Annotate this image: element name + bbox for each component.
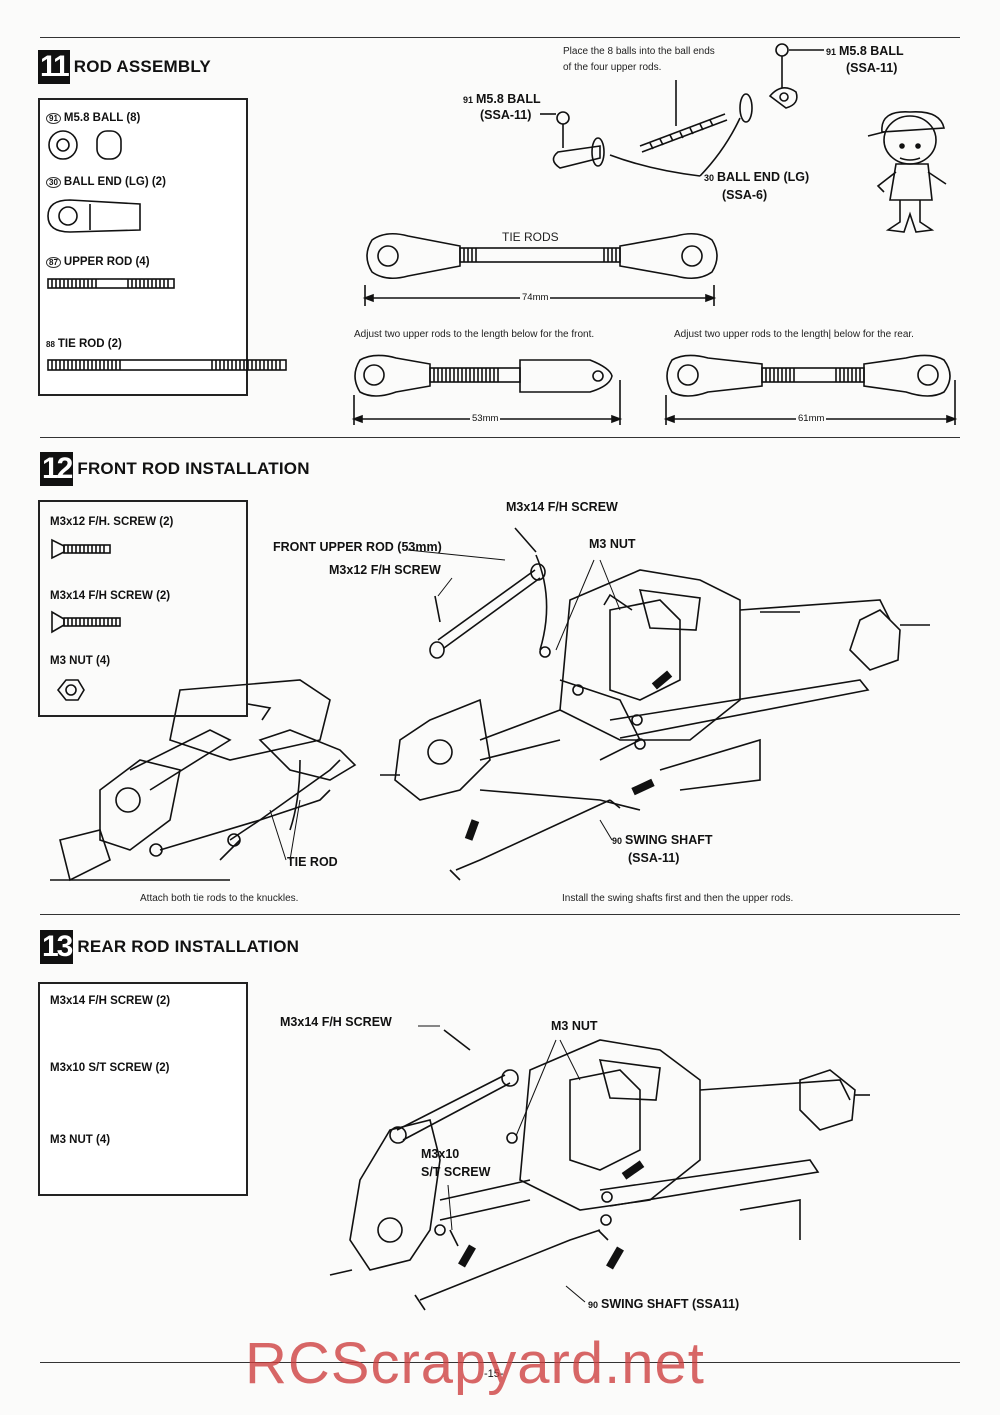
part-number: 30 [46,177,61,188]
parts-box-12: M3x12 F/H. SCREW (2) M3x14 F/H SCREW (2)… [38,500,248,717]
nut-part-icon [56,679,85,701]
step-title: ROD ASSEMBLY [73,57,211,76]
note-swing-shafts: Install the swing shafts first and then … [562,893,794,904]
front-left-knuckle-drawing [50,679,357,882]
part-screw14-label: M3x14 F/H SCREW (2) [50,995,171,1007]
section-divider-2 [40,914,960,915]
page-number: -15- [484,1368,504,1380]
part-number: 91 [46,113,61,124]
part-number: 87 [46,257,61,268]
step-12-header: 12 FRONT ROD INSTALLATION [40,452,310,486]
step-11-header: 11 ROD ASSEMBLY [38,50,211,84]
screw-12-part-icon [51,538,111,560]
callout-rear-m3-nut: M3 NUT [551,1019,598,1033]
rear-chassis-drawing [329,1039,870,1311]
part-number: 88 [46,340,55,349]
ball-end-part-icon [47,199,141,233]
callout-st-screw-size: M3x10 [421,1147,460,1161]
part-nut-label: M3 NUT (4) [50,1134,111,1146]
note-tie-rods: Attach both tie rods to the knuckles. [140,893,299,904]
step-number: 13 [40,930,73,964]
front-chassis-drawing [380,569,930,881]
front-rod-note: Adjust two upper rods to the length belo… [354,329,595,340]
watermark-text: RCScrapyard.net [245,1331,705,1396]
ball-label-left-code: (SSA-11) [480,108,532,122]
callout-front-upper-rod: FRONT UPPER ROD (53mm) [273,540,442,554]
front-upper-rod-drawing [429,527,548,659]
ball-shape-icon [96,130,122,160]
callout-st-screw-type: S/T SCREW [421,1165,491,1179]
grease-tags [458,670,673,1270]
step-number: 12 [40,452,73,486]
ball-end-code: (SSA-6) [722,188,768,202]
parts-box-13: M3x14 F/H SCREW (2) M3x10 S/T SCREW (2) … [38,982,248,1196]
rear-rod-note: Adjust two upper rods to the length| bel… [674,329,914,340]
callout-tie-rod: TIE ROD [287,855,338,869]
bottom-rule [40,1362,960,1363]
part-st-screw-label: M3x10 S/T SCREW (2) [50,1062,170,1074]
callout-screw12: M3x12 F/H SCREW [329,563,441,577]
dim-53mm: 53mm [470,413,501,424]
mascot-boy-illustration [867,111,947,233]
part-screw12-label: M3x12 F/H. SCREW (2) [50,516,174,528]
top-rule [40,37,960,38]
part-nut-label: M3 NUT (4) [50,655,111,667]
ball-label-right-code: (SSA-11) [846,61,898,75]
rear-upper-rod-drawing [389,1029,519,1247]
step-title: REAR ROD INSTALLATION [77,937,300,956]
tie-rod-part-icon [47,359,287,371]
ball-part-icon [48,130,78,160]
exploded-rod-drawing [540,43,824,177]
callout-rear-screw14: M3x14 F/H SCREW [280,1015,392,1029]
callout-lines [269,549,621,1303]
step-13-header: 13 REAR ROD INSTALLATION [40,930,299,964]
front-rod-53-drawing [351,354,623,425]
callout-screw14: M3x14 F/H SCREW [506,500,618,514]
place-balls-note-1: Place the 8 balls into the ball ends [563,46,715,57]
dim-61mm: 61mm [796,413,827,424]
screw-14-part-icon [51,610,121,634]
section-divider-1 [40,437,960,438]
tie-rods-label: TIE RODS [502,230,559,244]
upper-rod-part-icon [47,278,175,289]
part-screw14-label: M3x14 F/H SCREW (2) [50,590,171,602]
callout-swing-shaft-code: (SSA-11) [628,851,680,865]
tie-rods-drawing [362,232,718,306]
place-balls-note-2: of the four upper rods. [563,62,662,73]
dim-74mm: 74mm [520,292,551,303]
callout-m3-nut: M3 NUT [589,537,636,551]
step-title: FRONT ROD INSTALLATION [77,459,310,478]
step-number: 11 [38,50,70,84]
